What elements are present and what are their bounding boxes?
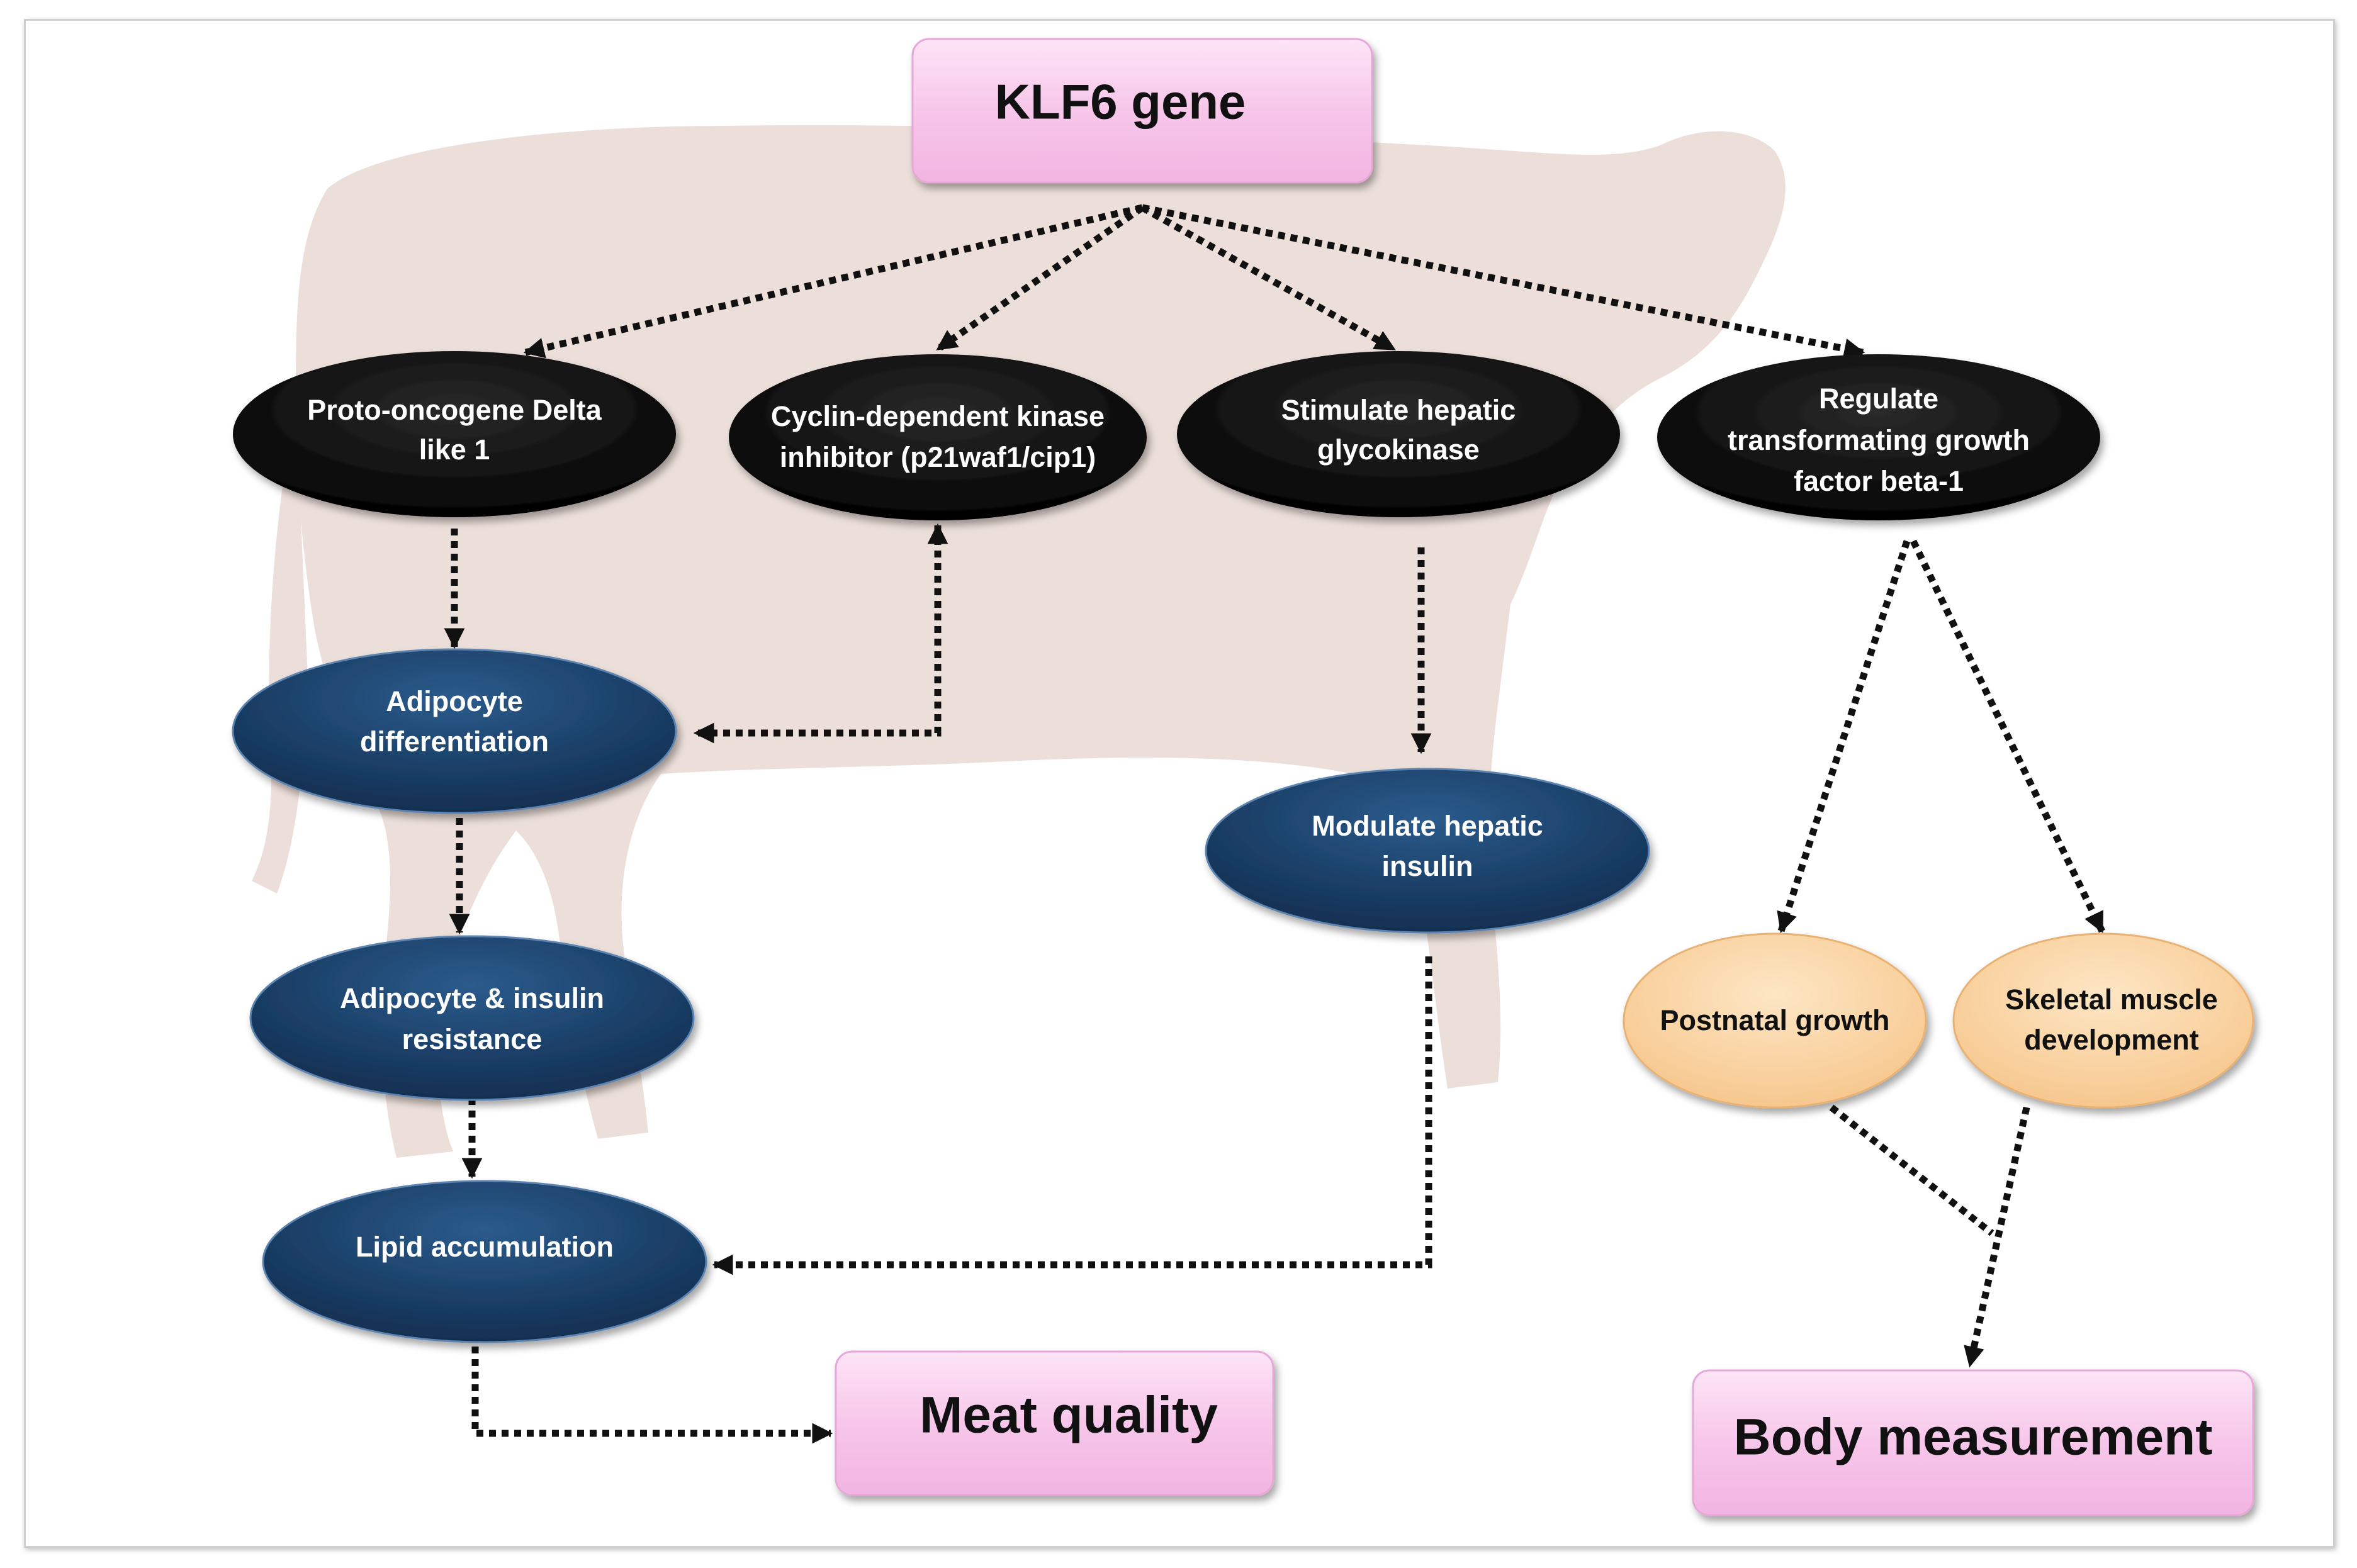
node-regulate-tgf-beta1: Regulate transformating growth factor be… [1657, 354, 2100, 520]
node-stimulate-hepatic-glycokinase: Stimulate hepatic glycokinase [1177, 351, 1620, 517]
klf6-gene-box: KLF6 gene [911, 38, 1373, 184]
node-cyclin-dependent-kinase-inhibitor: Cyclin-dependent kinase inhibitor (p21wa… [729, 354, 1147, 520]
body-measurement-box: Body measurement [1692, 1369, 2254, 1516]
cdk-line-2: inhibitor (p21waf1/cip1) [780, 441, 1096, 473]
node-proto-oncogene-dlk1: Proto-oncogene Delta like 1 [233, 351, 676, 517]
arrow-modulate-to-lipid [712, 956, 1432, 1275]
node-adipocyte-insulin-resistance: Adipocyte & insulin resistance [249, 935, 695, 1101]
glyco-line-1: Stimulate hepatic [1281, 394, 1516, 426]
arrow-klf6-to-glyco [1140, 204, 1396, 352]
modulate-line-1: Modulate hepatic [1312, 810, 1543, 842]
tgf-line-3: factor beta-1 [1794, 465, 1964, 497]
arrow-skeletal-to-body [1964, 1106, 2030, 1368]
meat-quality-label: Meat quality [920, 1387, 1218, 1444]
modulate-line-2: insulin [1382, 850, 1473, 882]
dlk1-line-2: like 1 [419, 434, 490, 466]
postnatal-line-1: Postnatal growth [1660, 1004, 1889, 1036]
arrow-lipid-to-meat [471, 1347, 833, 1444]
meat-quality-box: Meat quality [835, 1350, 1274, 1496]
tgf-line-2: transformating growth [1728, 424, 2030, 456]
arrow-klf6-to-tgf [1141, 204, 1865, 359]
skeletal-line-1: Skeletal muscle [2005, 983, 2218, 1016]
lipid-line-1: Lipid accumulation [356, 1231, 614, 1263]
adipo-diff-line-1: Adipocyte [386, 685, 523, 717]
cdk-line-1: Cyclin-dependent kinase [771, 400, 1105, 432]
arrow-tgf-to-skeletal [1910, 539, 2105, 933]
glyco-line-2: glycokinase [1317, 434, 1480, 466]
adipo-insulin-line-2: resistance [402, 1023, 543, 1055]
arrow-klf6-to-cdk [935, 204, 1145, 352]
node-skeletal-muscle-development: Skeletal muscle development [1952, 932, 2254, 1109]
arrow-klf6-to-dlk1 [523, 204, 1144, 359]
adipo-diff-line-2: differentiation [360, 725, 549, 758]
arrow-tgf-to-postnatal [1777, 540, 1911, 934]
body-measurement-label: Body measurement [1733, 1409, 2212, 1466]
node-postnatal-growth: Postnatal growth [1623, 932, 1927, 1109]
node-adipocyte-differentiation: Adipocyte differentiation [232, 648, 677, 814]
node-lipid-accumulation: Lipid accumulation [262, 1180, 707, 1343]
skeletal-line-2: development [2024, 1024, 2199, 1056]
node-modulate-hepatic-insulin: Modulate hepatic insulin [1205, 768, 1650, 934]
adipo-insulin-line-1: Adipocyte & insulin [340, 982, 604, 1014]
arrows [444, 204, 2105, 1444]
tgf-line-1: Regulate [1819, 383, 1938, 415]
arrow-postnatal-to-body [1829, 1104, 1994, 1236]
dlk1-line-1: Proto-oncogene Delta [307, 394, 602, 426]
arrow-cdk-to-adipo-diff [693, 523, 948, 744]
klf6-gene-label: KLF6 gene [995, 74, 1246, 130]
